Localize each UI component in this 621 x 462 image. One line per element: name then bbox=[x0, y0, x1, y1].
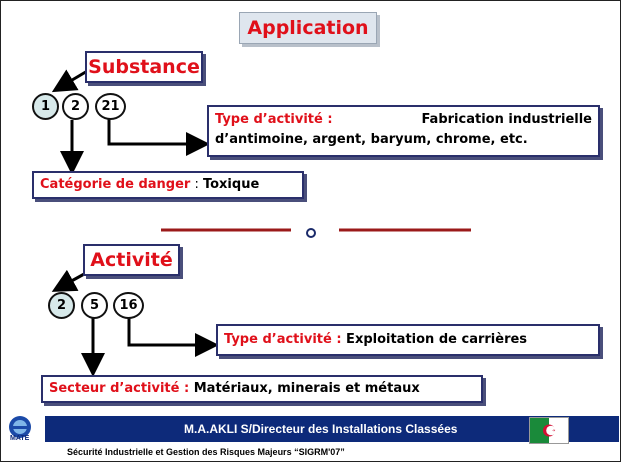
arrow-activite-to-code bbox=[51, 269, 87, 292]
sector-label: Secteur d’activité : bbox=[49, 381, 190, 396]
arrow-to-type1 bbox=[107, 118, 210, 156]
code-circle-21: 21 bbox=[95, 93, 126, 120]
mate-logo bbox=[9, 416, 31, 438]
type-activity-text-2: Exploitation de carrières bbox=[341, 332, 528, 347]
category-box: Catégorie de danger : Toxique bbox=[32, 171, 304, 199]
arrow-to-type2 bbox=[127, 317, 219, 357]
footer-bar bbox=[45, 416, 619, 442]
type-activity-label-1: Type d’activité : bbox=[215, 112, 333, 127]
category-label: Catégorie de danger bbox=[40, 177, 191, 192]
substance-label: Substance bbox=[85, 51, 203, 83]
footer-event: Sécurité Industrielle et Gestion des Ris… bbox=[67, 447, 345, 457]
sector-value: Matériaux, minerais et métaux bbox=[189, 381, 420, 396]
category-value: Toxique bbox=[202, 177, 260, 192]
activite-label: Activité bbox=[83, 244, 180, 276]
mate-logo-text: MATE bbox=[10, 435, 30, 442]
code-circle-2: 2 bbox=[62, 93, 89, 120]
type-activity-text-1b: d’antimoine, argent, baryum, chrome, etc… bbox=[215, 132, 528, 147]
separator-dot bbox=[306, 228, 316, 238]
sector-box: Secteur d’activité : Matériaux, minerais… bbox=[41, 375, 483, 403]
type-activity-text-1a: Fabrication industrielle bbox=[421, 112, 592, 127]
arrow-substance-to-code bbox=[51, 68, 90, 93]
code-circle-2b: 2 bbox=[48, 292, 75, 319]
type-activity-box-1: Type d’activité : Fabrication industriel… bbox=[207, 105, 600, 157]
code-circle-16: 16 bbox=[113, 292, 144, 319]
type-activity-label-2: Type d’activité : bbox=[224, 332, 342, 347]
code-circle-1: 1 bbox=[32, 93, 59, 120]
slide-title: Application bbox=[239, 12, 377, 44]
algeria-flag-icon bbox=[529, 417, 569, 444]
category-separator: : bbox=[190, 177, 203, 192]
type-activity-box-2: Type d’activité : Exploitation de carriè… bbox=[216, 324, 600, 356]
code-circle-5: 5 bbox=[81, 292, 108, 319]
footer-author: M.A.AKLI S/Directeur des Installations C… bbox=[184, 422, 458, 436]
